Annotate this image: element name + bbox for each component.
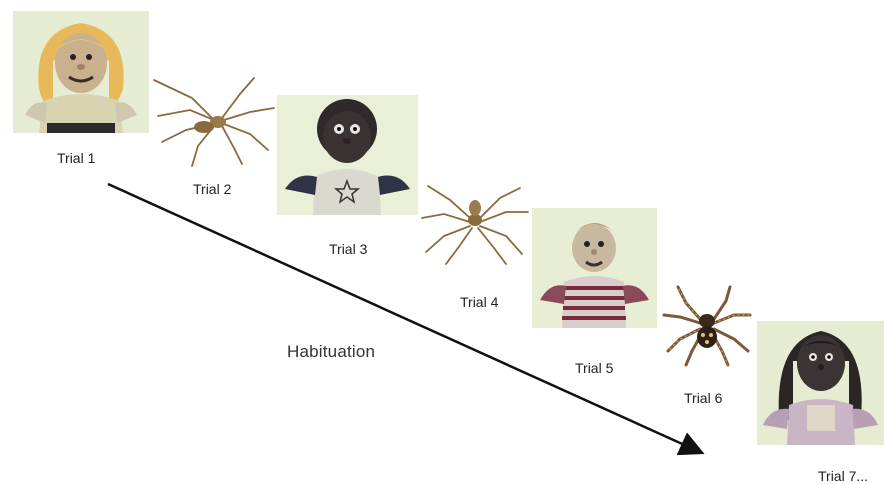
habituation-label: Habituation bbox=[287, 342, 375, 362]
arrow-line bbox=[108, 184, 700, 452]
